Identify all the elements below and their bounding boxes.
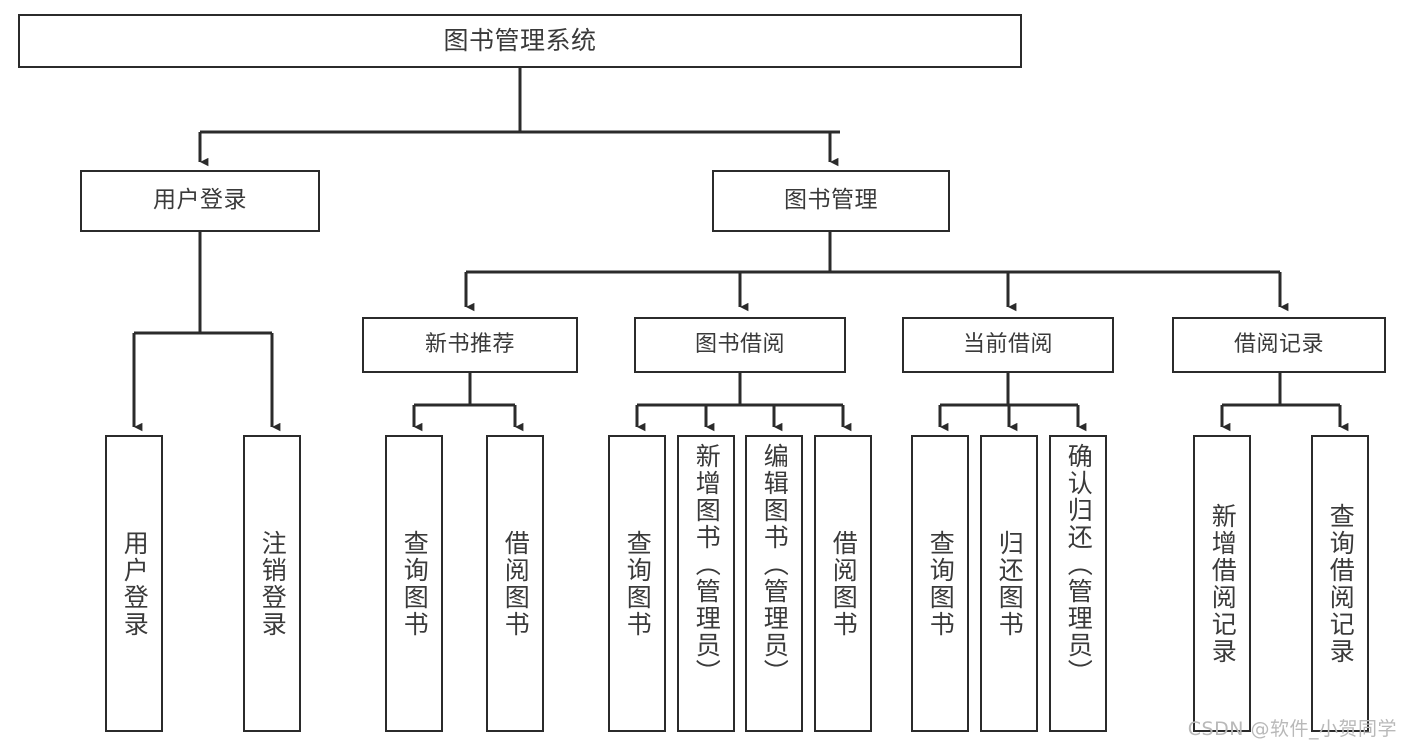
leaf-query-borrow-record[interactable]: 查询借阅记录 [1311, 435, 1369, 732]
node-label: 确认归还（管理员） [1064, 443, 1094, 686]
node-label: 编辑图书（管理员） [760, 443, 790, 686]
node-book-management[interactable]: 图书管理 [712, 170, 950, 232]
node-label: 借阅图书 [829, 529, 859, 638]
node-label: 新书推荐 [424, 332, 515, 358]
node-label: 用户登录 [120, 529, 150, 638]
watermark: CSDN @软件_小贺同学 [1187, 718, 1397, 740]
node-label: 图书借阅 [694, 332, 785, 358]
leaf-return-book[interactable]: 归还图书 [980, 435, 1038, 732]
node-borrow-record[interactable]: 借阅记录 [1172, 317, 1386, 373]
leaf-confirm-return-admin[interactable]: 确认归还（管理员） [1049, 435, 1107, 732]
node-book-borrow[interactable]: 图书借阅 [634, 317, 846, 373]
node-label: 图书管理系统 [443, 26, 597, 56]
leaf-borrow-book-recommend[interactable]: 借阅图书 [486, 435, 544, 732]
leaf-borrow-book[interactable]: 借阅图书 [814, 435, 872, 732]
node-label: 图书管理 [784, 187, 878, 214]
node-label: 新增借阅记录 [1208, 502, 1238, 665]
node-label: 查询图书 [623, 529, 653, 638]
leaf-query-book-borrow[interactable]: 查询图书 [608, 435, 666, 732]
leaf-query-book-current[interactable]: 查询图书 [911, 435, 969, 732]
leaf-edit-book-admin[interactable]: 编辑图书（管理员） [745, 435, 803, 732]
leaf-logout[interactable]: 注销登录 [243, 435, 301, 732]
node-label: 当前借阅 [962, 332, 1053, 358]
leaf-add-borrow-record[interactable]: 新增借阅记录 [1193, 435, 1251, 732]
node-book-management-system[interactable]: 图书管理系统 [18, 14, 1022, 68]
node-label: 归还图书 [995, 529, 1025, 638]
node-label: 借阅记录 [1233, 332, 1324, 358]
node-label: 查询图书 [400, 529, 430, 638]
node-label: 查询图书 [926, 529, 956, 638]
node-label: 用户登录 [153, 187, 247, 214]
node-user-login[interactable]: 用户登录 [80, 170, 320, 232]
node-new-book-recommend[interactable]: 新书推荐 [362, 317, 578, 373]
node-label: 查询借阅记录 [1326, 502, 1356, 665]
node-label: 新增图书（管理员） [692, 443, 722, 686]
node-label: 注销登录 [258, 529, 288, 638]
leaf-query-book-recommend[interactable]: 查询图书 [385, 435, 443, 732]
node-current-borrow[interactable]: 当前借阅 [902, 317, 1114, 373]
leaf-user-login[interactable]: 用户登录 [105, 435, 163, 732]
leaf-add-book-admin[interactable]: 新增图书（管理员） [677, 435, 735, 732]
node-label: 借阅图书 [501, 529, 531, 638]
